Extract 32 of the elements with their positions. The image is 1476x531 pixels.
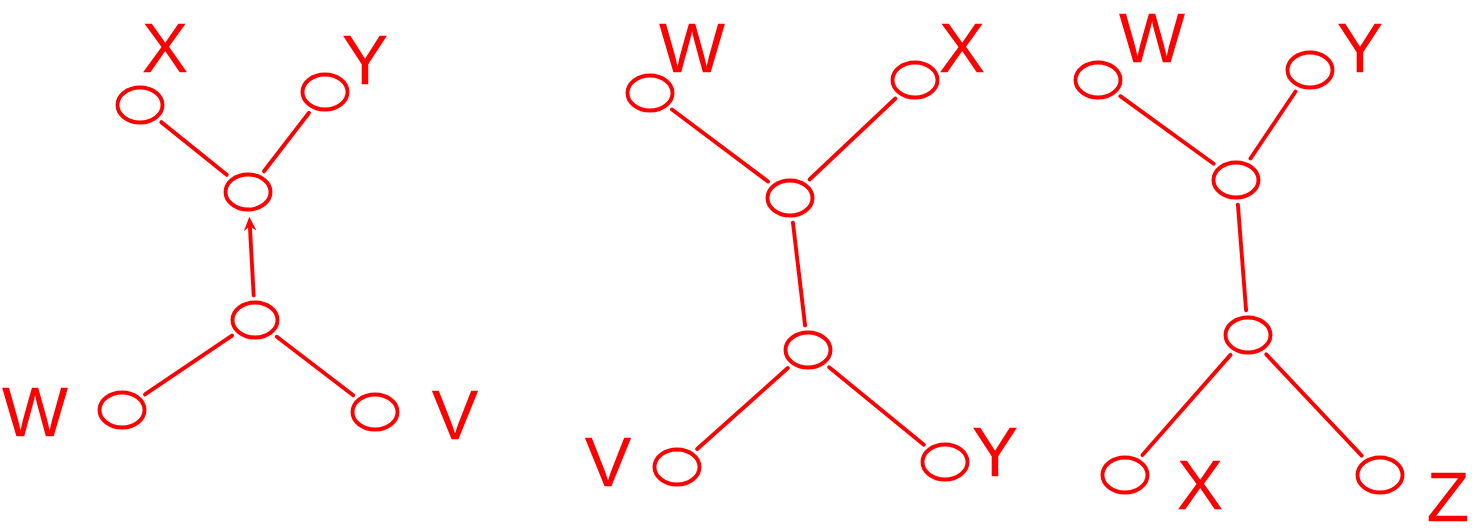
leaf-label: Y — [1338, 23, 1382, 73]
branch-line — [670, 107, 770, 184]
leaf-label: Y — [973, 427, 1017, 477]
branch-line — [1264, 352, 1364, 458]
leaf-label: V — [431, 390, 479, 440]
branch-line — [695, 366, 790, 451]
branch-line — [827, 365, 926, 447]
leaf-label: X — [1178, 460, 1222, 510]
leaf-label: W — [659, 23, 725, 73]
tree-node — [783, 330, 833, 370]
tree-node — [223, 172, 273, 212]
branch-line — [1235, 202, 1249, 313]
tree-node — [230, 300, 280, 340]
leaf-label: Z — [1428, 472, 1468, 522]
branch-line — [807, 96, 898, 182]
leaf-label: W — [2, 387, 68, 437]
tree-node — [765, 178, 815, 218]
branch-line — [159, 120, 229, 177]
leaf-label: W — [1119, 13, 1185, 63]
branch-line — [262, 110, 311, 174]
leaf-label: X — [940, 23, 984, 73]
branch-line — [1140, 352, 1233, 458]
leaf-label: Y — [343, 35, 387, 85]
branch-line — [791, 220, 808, 328]
tree-node — [1223, 315, 1273, 355]
leaf-label: X — [143, 23, 187, 73]
leaf-label: V — [584, 437, 632, 487]
branch-line — [274, 334, 356, 398]
branch-line — [1118, 94, 1216, 166]
branch-line — [1248, 89, 1298, 161]
branch-line — [143, 333, 234, 397]
tree-node — [1211, 160, 1261, 200]
